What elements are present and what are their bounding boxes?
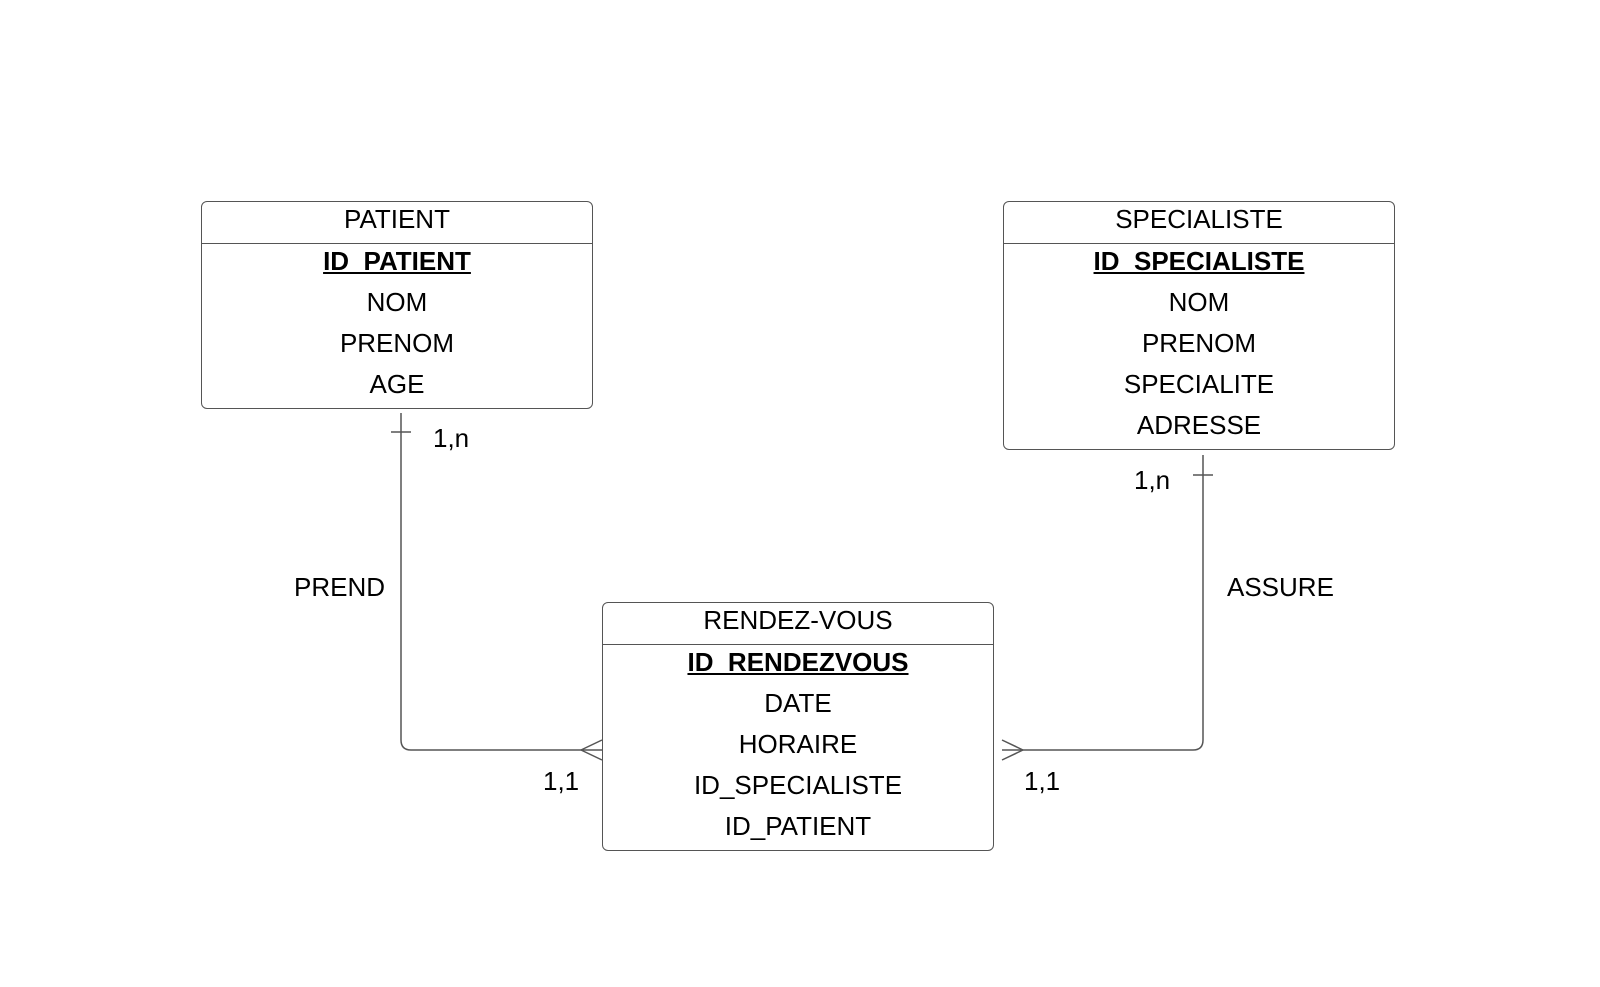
attribute: NOM (1168, 287, 1230, 317)
relationship-label-assure: ASSURE (1227, 572, 1334, 602)
entity-specialiste[interactable]: SPECIALISTE ID_SPECIALISTE NOM PRENOM SP… (1003, 201, 1395, 450)
attribute: ID_PATIENT (724, 811, 872, 841)
attribute: AGE (369, 369, 425, 399)
primary-key: ID_SPECIALISTE (1093, 246, 1305, 276)
entity-title: RENDEZ-VOUS (603, 603, 993, 645)
attribute: DATE (764, 688, 832, 718)
attribute: PRENOM (339, 328, 455, 358)
entity-title: SPECIALISTE (1004, 202, 1394, 244)
cardinality-rdv-right: 1,1 (1024, 766, 1061, 796)
connector-prend[interactable] (400, 413, 602, 751)
attribute: ADRESSE (1136, 410, 1262, 440)
relationship-label-prend: PREND (294, 572, 386, 602)
entity-patient[interactable]: PATIENT ID_PATIENT NOM PRENOM AGE (201, 201, 593, 409)
many-marker-rdv-left (580, 739, 603, 761)
entity-title: PATIENT (202, 202, 592, 244)
attribute: PRENOM (1141, 328, 1257, 358)
cardinality-patient: 1,n (433, 423, 470, 453)
entity-rendez-vous[interactable]: RENDEZ-VOUS ID_RENDEZVOUS DATE HORAIRE I… (602, 602, 994, 851)
primary-key: ID_RENDEZVOUS (687, 647, 909, 677)
attribute: HORAIRE (738, 729, 858, 759)
cardinality-rdv-left: 1,1 (543, 766, 580, 796)
attribute: NOM (366, 287, 428, 317)
attribute: SPECIALITE (1123, 369, 1275, 399)
primary-key: ID_PATIENT (323, 246, 471, 276)
attribute: ID_SPECIALISTE (693, 770, 903, 800)
connector-assure[interactable] (1002, 455, 1204, 751)
cardinality-specialiste: 1,n (1134, 465, 1171, 495)
many-marker-rdv-right (1001, 739, 1024, 761)
